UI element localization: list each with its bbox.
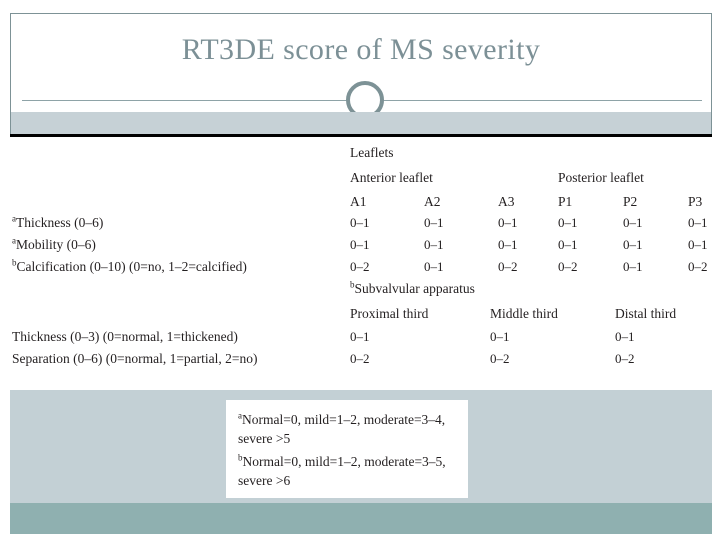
cell-mobility-p2: 0–1 bbox=[623, 237, 643, 252]
page-title: RT3DE score of MS severity bbox=[181, 33, 541, 66]
column-header-p3: P3 bbox=[688, 194, 703, 209]
row-label-leaflet-calcification-text: Calcification (0–10) (0=no, 1–2=calcifie… bbox=[16, 259, 247, 274]
score-table: Leaflets Anterior leaflet Posterior leaf… bbox=[0, 137, 720, 390]
footnote-line-a-text: Normal=0, mild=1–2, moderate=3–4, severe… bbox=[238, 412, 446, 446]
cell-calcification-p2: 0–1 bbox=[623, 259, 643, 274]
column-header-a1: A1 bbox=[350, 194, 367, 209]
footnote-marker-a: a bbox=[12, 235, 16, 246]
row-label-subvalvular-thickness: Thickness (0–3) (0=normal, 1=thickened) bbox=[12, 329, 238, 344]
group-header-leaflets: Leaflets bbox=[350, 145, 394, 160]
column-header-p2: P2 bbox=[623, 194, 638, 209]
footnote-marker-b: b bbox=[350, 279, 355, 290]
footnote-line-a: aNormal=0, mild=1–2, moderate=3–4, sever… bbox=[238, 410, 456, 448]
cell-thickness-p1: 0–1 bbox=[558, 215, 578, 230]
cell-sub-separation-proximal: 0–2 bbox=[350, 351, 370, 366]
cell-sub-thickness-middle: 0–1 bbox=[490, 329, 510, 344]
cell-mobility-p1: 0–1 bbox=[558, 237, 578, 252]
row-label-leaflet-thickness: aThickness (0–6) bbox=[12, 213, 104, 231]
footer-band bbox=[10, 503, 712, 534]
column-header-a2: A2 bbox=[424, 194, 441, 209]
header-dark-rule bbox=[10, 134, 712, 137]
cell-mobility-p3: 0–1 bbox=[688, 237, 708, 252]
footnote-box: aNormal=0, mild=1–2, moderate=3–4, sever… bbox=[226, 400, 468, 498]
column-header-a3: A3 bbox=[498, 194, 515, 209]
cell-calcification-a1: 0–2 bbox=[350, 259, 370, 274]
column-header-p1: P1 bbox=[558, 194, 573, 209]
cell-mobility-a1: 0–1 bbox=[350, 237, 370, 252]
cell-calcification-p3: 0–2 bbox=[688, 259, 708, 274]
footnote-line-b-text: Normal=0, mild=1–2, moderate=3–5, severe… bbox=[238, 454, 446, 488]
cell-sub-separation-middle: 0–2 bbox=[490, 351, 510, 366]
cell-mobility-a2: 0–1 bbox=[424, 237, 444, 252]
row-label-leaflet-mobility-text: Mobility (0–6) bbox=[16, 237, 96, 252]
footnote-line-b: bNormal=0, mild=1–2, moderate=3–5, sever… bbox=[238, 452, 456, 490]
column-header-middle-third: Middle third bbox=[490, 306, 558, 321]
cell-calcification-a2: 0–1 bbox=[424, 259, 444, 274]
cell-thickness-a1: 0–1 bbox=[350, 215, 370, 230]
group-header-posterior-leaflet: Posterior leaflet bbox=[558, 170, 644, 185]
cell-sub-thickness-distal: 0–1 bbox=[615, 329, 635, 344]
footnote-marker-b: b bbox=[12, 257, 17, 268]
cell-sub-separation-distal: 0–2 bbox=[615, 351, 635, 366]
cell-thickness-a3: 0–1 bbox=[498, 215, 518, 230]
cell-calcification-a3: 0–2 bbox=[498, 259, 518, 274]
group-header-anterior-leaflet: Anterior leaflet bbox=[350, 170, 433, 185]
header-accent-band bbox=[10, 112, 712, 134]
cell-mobility-a3: 0–1 bbox=[498, 237, 518, 252]
cell-sub-thickness-proximal: 0–1 bbox=[350, 329, 370, 344]
footnote-marker-b: b bbox=[238, 452, 243, 463]
footnote-marker-a: a bbox=[12, 213, 16, 224]
group-header-subvalvular-text: Subvalvular apparatus bbox=[354, 281, 475, 296]
cell-thickness-a2: 0–1 bbox=[424, 215, 444, 230]
row-label-leaflet-calcification: bCalcification (0–10) (0=no, 1–2=calcifi… bbox=[12, 257, 247, 275]
column-header-proximal-third: Proximal third bbox=[350, 306, 429, 321]
cell-thickness-p3: 0–1 bbox=[688, 215, 708, 230]
group-header-subvalvular-apparatus: bSubvalvular apparatus bbox=[350, 279, 475, 297]
footnote-marker-a: a bbox=[238, 410, 242, 421]
row-label-leaflet-thickness-text: Thickness (0–6) bbox=[16, 215, 104, 230]
cell-calcification-p1: 0–2 bbox=[558, 259, 578, 274]
cell-thickness-p2: 0–1 bbox=[623, 215, 643, 230]
row-label-subvalvular-separation: Separation (0–6) (0=normal, 1=partial, 2… bbox=[12, 351, 258, 366]
column-header-distal-third: Distal third bbox=[615, 306, 677, 321]
row-label-leaflet-mobility: aMobility (0–6) bbox=[12, 235, 96, 253]
